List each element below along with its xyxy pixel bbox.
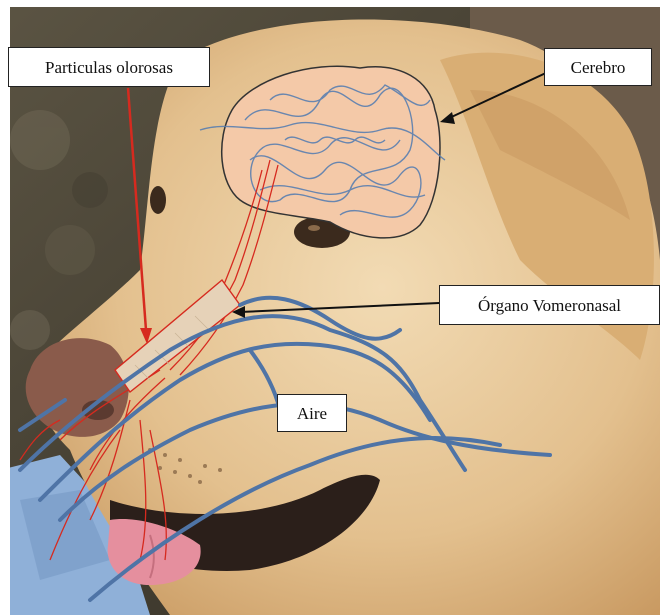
dog-eye-far — [150, 186, 166, 214]
dog-eye-highlight — [308, 225, 320, 231]
label-aire: Aire — [277, 394, 347, 432]
label-particulas-olorosas: Particulas olorosas — [8, 47, 210, 87]
label-organo-vomeronasal: Órgano Vomeronasal — [439, 285, 660, 325]
label-cerebro: Cerebro — [544, 48, 652, 86]
